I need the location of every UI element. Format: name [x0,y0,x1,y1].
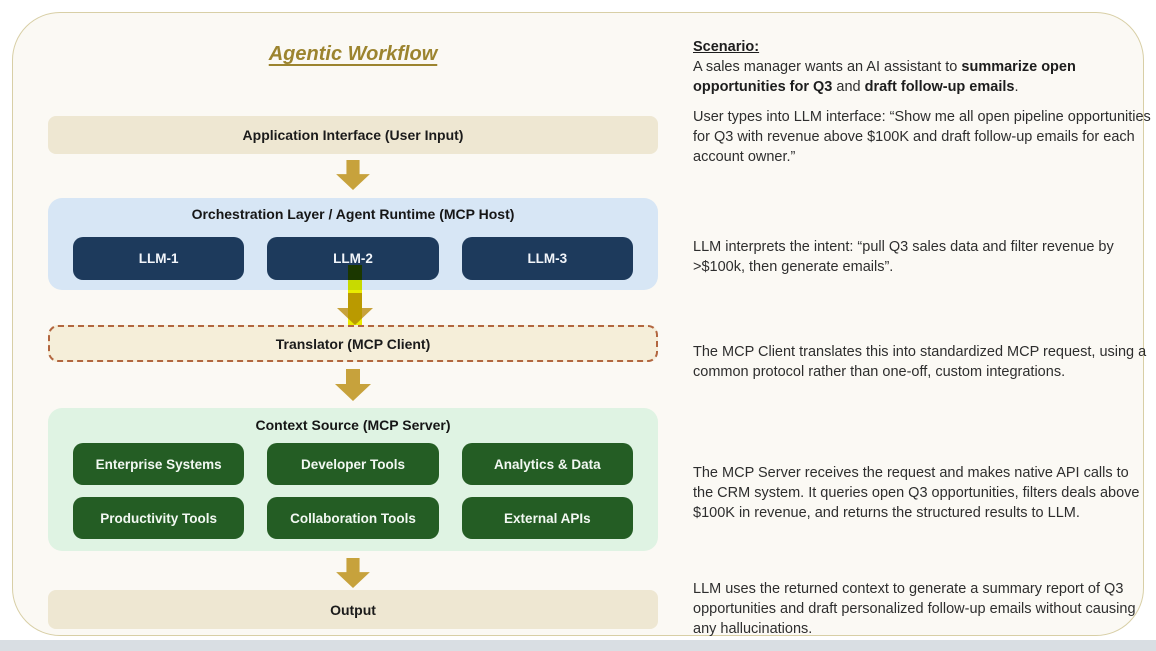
scenario-text-bold2: draft follow-up emails [864,79,1015,95]
llm-1-box: LLM-1 [73,237,245,280]
scenario-text-lead: A sales manager wants an AI assistant to [693,59,962,75]
translator-label: Translator (MCP Client) [275,335,431,352]
scenario-text-mid: and [832,79,865,95]
application-interface-box: Application Interface (User Input) [48,116,658,154]
scenario-text-bold1: summarize open opportunities for Q3 [693,59,1076,95]
scenario-text-end: . [1014,79,1019,95]
down-arrow-icon [335,558,371,588]
yellow-highlight-marker [348,265,362,325]
context-source-label: Context Source (MCP Server) [255,417,451,433]
llm-3-box: LLM-3 [461,237,633,280]
productivity-tools-box: Productivity Tools [73,497,245,539]
analytics-data-box: Analytics & Data [461,443,633,485]
collaboration-tools-box: Collaboration Tools [267,497,439,539]
translator-box: Translator (MCP Client) [48,325,658,362]
llm-intent-note: LLM interprets the intent: “pull Q3 sale… [693,239,1114,275]
down-arrow-icon [335,160,371,190]
developer-tools-box: Developer Tools [267,443,439,485]
context-source-box: Context Source (MCP Server) Enterprise S… [48,408,658,551]
down-arrow-icon [335,369,371,401]
mcp-server-note: The MCP Server receives the request and … [693,465,1140,521]
application-interface-label: Application Interface (User Input) [242,127,464,143]
page-title: Agentic Workflow [268,43,438,65]
orchestration-layer-label: Orchestration Layer / Agent Runtime (MCP… [191,206,515,222]
external-apis-box: External APIs [461,497,633,539]
workflow-panel: Agentic Workflow Application Interface (… [12,12,1151,637]
output-note: LLM uses the returned context to generat… [693,581,1136,637]
scenario-note: Scenario: A sales manager wants an AI as… [693,37,1151,97]
output-label: Output [330,601,376,618]
mcp-client-note: The MCP Client translates this into stan… [693,344,1147,380]
bottom-strip [0,640,1156,651]
enterprise-systems-box: Enterprise Systems [73,443,245,485]
output-box: Output [48,590,658,629]
tool-grid: Enterprise Systems Developer Tools Analy… [73,443,633,539]
user-query-note: User types into LLM interface: “Show me … [693,109,1151,165]
scenario-heading: Scenario: [693,39,760,55]
